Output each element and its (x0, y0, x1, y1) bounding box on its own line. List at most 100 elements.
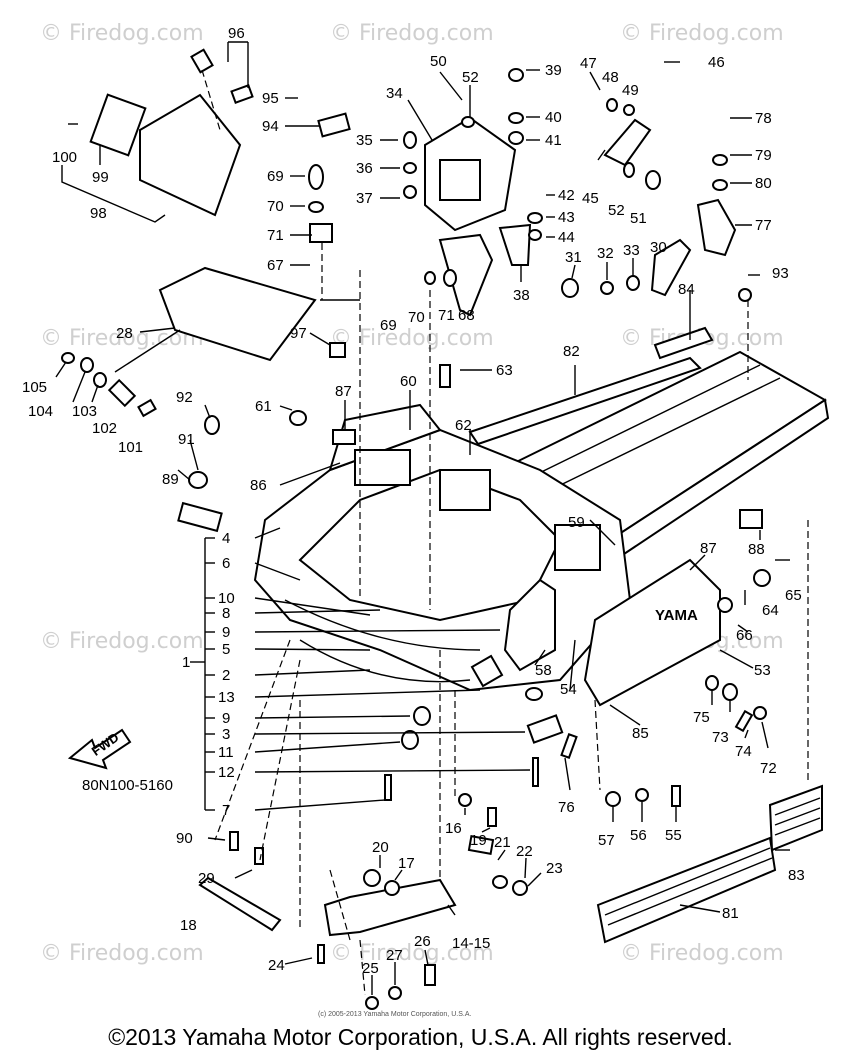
part-label: 63 (496, 362, 513, 379)
part-label: 6 (222, 555, 230, 572)
part-label: 85 (632, 725, 649, 742)
part-label: 31 (565, 249, 582, 266)
part-label: 71 (438, 307, 455, 324)
part-label: 46 (708, 54, 725, 71)
part-label: 88 (748, 541, 765, 558)
part-label: 96 (228, 25, 245, 42)
part-label: 3 (222, 726, 230, 743)
part-label: 67 (267, 257, 284, 274)
part-label: 70 (408, 309, 425, 326)
part-label: 47 (580, 55, 597, 72)
part-label: 89 (162, 471, 179, 488)
hardware-parts (61, 48, 771, 1010)
part-label: 68 (458, 307, 475, 324)
part-label: 44 (558, 229, 575, 246)
part-label: 78 (755, 110, 772, 127)
chassis-frame: YAMA (89, 93, 830, 944)
part-label: 101 (118, 439, 143, 456)
part-label: 98 (90, 205, 107, 222)
part-label: 14-15 (452, 935, 490, 952)
part-label: 81 (722, 905, 739, 922)
part-label: 65 (785, 587, 802, 604)
part-label: 8 (222, 605, 230, 622)
part-label: 18 (180, 917, 197, 934)
part-label: 102 (92, 420, 117, 437)
part-label: 60 (400, 373, 417, 390)
part-label: 56 (630, 827, 647, 844)
part-label: 28 (116, 325, 133, 342)
part-label: 9 (222, 710, 230, 727)
watermark: © Firedog.com (330, 326, 494, 351)
watermark: © Firedog.com (40, 941, 204, 966)
part-label: 87 (700, 540, 717, 557)
part-label: 34 (386, 85, 403, 102)
part-label: 40 (545, 109, 562, 126)
part-label: 43 (558, 209, 575, 226)
part-label: 72 (760, 760, 777, 777)
part-label: 35 (356, 132, 373, 149)
part-label: 32 (597, 245, 614, 262)
svg-text:YAMA: YAMA (655, 607, 698, 624)
part-label: 83 (788, 867, 805, 884)
part-label: 19 (470, 832, 487, 849)
part-label: 24 (268, 957, 285, 974)
small-copyright: (c) 2005-2013 Yamaha Motor Corporation, … (318, 1011, 471, 1018)
part-label: 51 (630, 210, 647, 227)
part-label: 30 (650, 239, 667, 256)
part-label: 91 (178, 431, 195, 448)
part-label: 48 (602, 69, 619, 86)
part-label: 105 (22, 379, 47, 396)
part-label: 55 (665, 827, 682, 844)
part-label: 82 (563, 343, 580, 360)
part-label: 21 (494, 834, 511, 851)
part-label: 92 (176, 389, 193, 406)
part-label: 1 (182, 654, 190, 671)
part-label: 69 (380, 317, 397, 334)
leader-lines (55, 41, 809, 996)
part-label: 103 (72, 403, 97, 420)
part-label: 61 (255, 398, 272, 415)
watermark: © Firedog.com (620, 21, 784, 46)
part-label: 104 (28, 403, 53, 420)
part-label: 36 (356, 160, 373, 177)
part-label: 94 (262, 118, 279, 135)
part-label: 49 (622, 82, 639, 99)
part-label: 45 (582, 190, 599, 207)
part-label: 20 (372, 839, 389, 856)
watermark: © Firedog.com (40, 629, 204, 654)
part-label: 59 (568, 514, 585, 531)
watermark: © Firedog.com (40, 21, 204, 46)
part-label: 77 (755, 217, 772, 234)
watermark: © Firedog.com (620, 941, 784, 966)
part-label: 84 (678, 281, 695, 298)
part-label: 76 (558, 799, 575, 816)
part-label: 100 (52, 149, 77, 166)
part-label: 86 (250, 477, 267, 494)
part-label: 2 (222, 667, 230, 684)
part-label: 33 (623, 242, 640, 259)
part-label: 42 (558, 187, 575, 204)
part-label: 13 (218, 689, 235, 706)
part-label: 71 (267, 227, 284, 244)
part-label: 79 (755, 147, 772, 164)
part-label: 87 (335, 383, 352, 400)
part-label: 25 (362, 960, 379, 977)
part-label: 38 (513, 287, 530, 304)
part-label: 50 (430, 53, 447, 70)
part-label: 80 (755, 175, 772, 192)
part-label: 12 (218, 764, 235, 781)
part-label: 52 (462, 69, 479, 86)
part-label: 37 (356, 190, 373, 207)
part-label: 90 (176, 830, 193, 847)
part-label: 17 (398, 855, 415, 872)
part-label: 74 (735, 743, 752, 760)
part-label: 52 (608, 202, 625, 219)
part-label: 4 (222, 530, 230, 547)
part-label: 10 (218, 590, 235, 607)
diagram-code: 80N100-5160 (82, 777, 173, 794)
part-label: 27 (386, 947, 403, 964)
part-label: 41 (545, 132, 562, 149)
fwd-arrow: FWD (67, 728, 132, 770)
part-label: 26 (414, 933, 431, 950)
part-label: 57 (598, 832, 615, 849)
